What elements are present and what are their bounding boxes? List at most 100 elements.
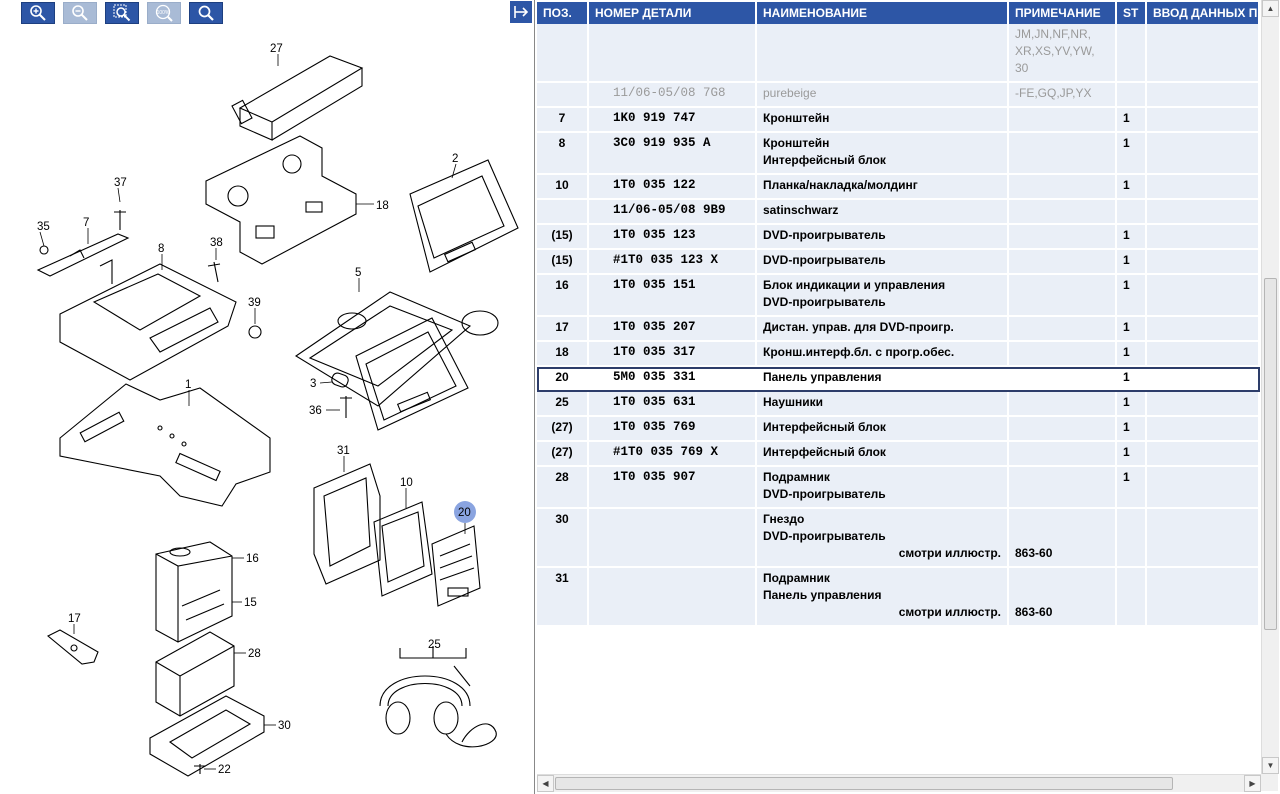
name-line: Панель управления (763, 588, 882, 602)
callout-1[interactable]: 1 (185, 379, 191, 391)
cell-note (1009, 417, 1117, 440)
scroll-left-icon[interactable]: ◀ (537, 775, 554, 792)
callout-31[interactable]: 31 (337, 445, 350, 457)
part-5-drawing[interactable] (294, 291, 499, 431)
callout-38[interactable]: 38 (210, 237, 223, 249)
zoom-area-button[interactable] (105, 2, 139, 24)
pos-value: 30 (555, 512, 569, 526)
part-27-drawing[interactable] (231, 55, 364, 141)
callout-17[interactable]: 17 (68, 613, 81, 625)
cell-pos (537, 200, 589, 223)
part-7-drawing[interactable] (36, 233, 130, 277)
name-line: Планка/накладка/молдинг (763, 178, 918, 192)
part-1-drawing[interactable] (59, 383, 271, 507)
callout-27[interactable]: 27 (270, 43, 283, 55)
part-35-drawing[interactable] (39, 245, 49, 255)
horizontal-scroll-thumb[interactable] (555, 777, 1173, 790)
table-row[interactable]: JM,JN,NF,NR,XR,XS,YV,YW,30 (537, 24, 1260, 83)
col-header-part-number[interactable]: НОМЕР ДЕТАЛИ (589, 2, 757, 24)
part-2-drawing[interactable] (409, 159, 519, 273)
callout-36[interactable]: 36 (309, 405, 322, 417)
part-36-drawing[interactable] (340, 396, 352, 418)
part-number-value: 1K0 919 747 (613, 111, 696, 125)
name-line: Интерфейсный блок (763, 445, 886, 459)
col-header-note[interactable]: ПРИМЕЧАНИЕ (1009, 2, 1117, 24)
part-16-drawing[interactable] (169, 547, 191, 557)
note-line: 30 (1015, 61, 1029, 75)
callout-30[interactable]: 30 (278, 720, 291, 732)
part-38-drawing[interactable] (207, 261, 221, 283)
col-header-pos[interactable]: ПОЗ. (537, 2, 589, 24)
part-15-drawing[interactable] (155, 541, 233, 643)
part-28-drawing[interactable] (155, 631, 235, 717)
cell-name: satinschwarz (757, 200, 1009, 223)
callout-22[interactable]: 22 (218, 764, 231, 776)
scroll-up-icon[interactable]: ▲ (1262, 0, 1279, 17)
scroll-right-icon[interactable]: ▶ (1244, 775, 1261, 792)
callout-highlight (454, 501, 476, 523)
callout-10[interactable]: 10 (400, 477, 413, 489)
part-18-drawing[interactable] (205, 135, 357, 265)
callout-35[interactable]: 35 (37, 221, 50, 233)
callout-39[interactable]: 39 (248, 297, 261, 309)
cell-part-number: 1T0 035 123 (589, 225, 757, 248)
part-30-drawing[interactable] (149, 695, 265, 777)
part-10-drawing[interactable] (373, 501, 433, 597)
part-31-drawing[interactable] (313, 463, 381, 585)
horizontal-scrollbar[interactable]: ◀ ▶ (537, 774, 1261, 792)
st-value: 1 (1123, 111, 1130, 125)
callout-20[interactable]: 20 (458, 507, 471, 519)
part-25-drawing[interactable] (379, 646, 497, 748)
callout-37[interactable]: 37 (114, 177, 127, 189)
part-17-drawing[interactable] (46, 629, 99, 665)
pane-splitter-button[interactable] (510, 1, 532, 23)
zoom-out-button[interactable] (63, 2, 97, 24)
part-37-drawing[interactable] (114, 210, 126, 230)
callout-8[interactable]: 8 (158, 243, 164, 255)
cell-pos (537, 24, 589, 81)
callout-28[interactable]: 28 (248, 648, 261, 660)
part-20-drawing[interactable] (431, 525, 481, 607)
callout-25[interactable]: 25 (428, 639, 441, 651)
parts-diagram: 27 18 2 37 35 7 8 38 39 5 1 3 36 31 10 2… (36, 43, 519, 777)
part-22-drawing[interactable] (194, 764, 206, 774)
callout-3[interactable]: 3 (310, 378, 316, 390)
vertical-scrollbar[interactable]: ▲ ▼ (1261, 0, 1279, 774)
scroll-down-icon[interactable]: ▼ (1262, 757, 1279, 774)
callout-7[interactable]: 7 (83, 217, 89, 229)
part-8-drawing[interactable] (59, 259, 237, 381)
zoom-in-button[interactable] (21, 2, 55, 24)
col-header-data-entry[interactable]: ВВОД ДАННЫХ П (1147, 2, 1260, 24)
search-button[interactable] (189, 2, 223, 24)
part-39-drawing[interactable] (248, 325, 262, 339)
vertical-scroll-thumb[interactable] (1264, 278, 1277, 630)
col-header-st[interactable]: ST (1117, 2, 1147, 24)
callout-2[interactable]: 2 (452, 153, 458, 165)
zoom-100-button[interactable]: 100% (147, 2, 181, 24)
part-number-value: 11/06-05/08 7G8 (613, 86, 726, 100)
callout-5[interactable]: 5 (355, 267, 361, 279)
callout-16[interactable]: 16 (246, 553, 259, 565)
col-header-name[interactable]: НАИМЕНОВАНИЕ (757, 2, 1009, 24)
callout-15[interactable]: 15 (244, 597, 257, 609)
callout-18[interactable]: 18 (376, 200, 389, 212)
part-3-drawing[interactable] (330, 372, 349, 389)
